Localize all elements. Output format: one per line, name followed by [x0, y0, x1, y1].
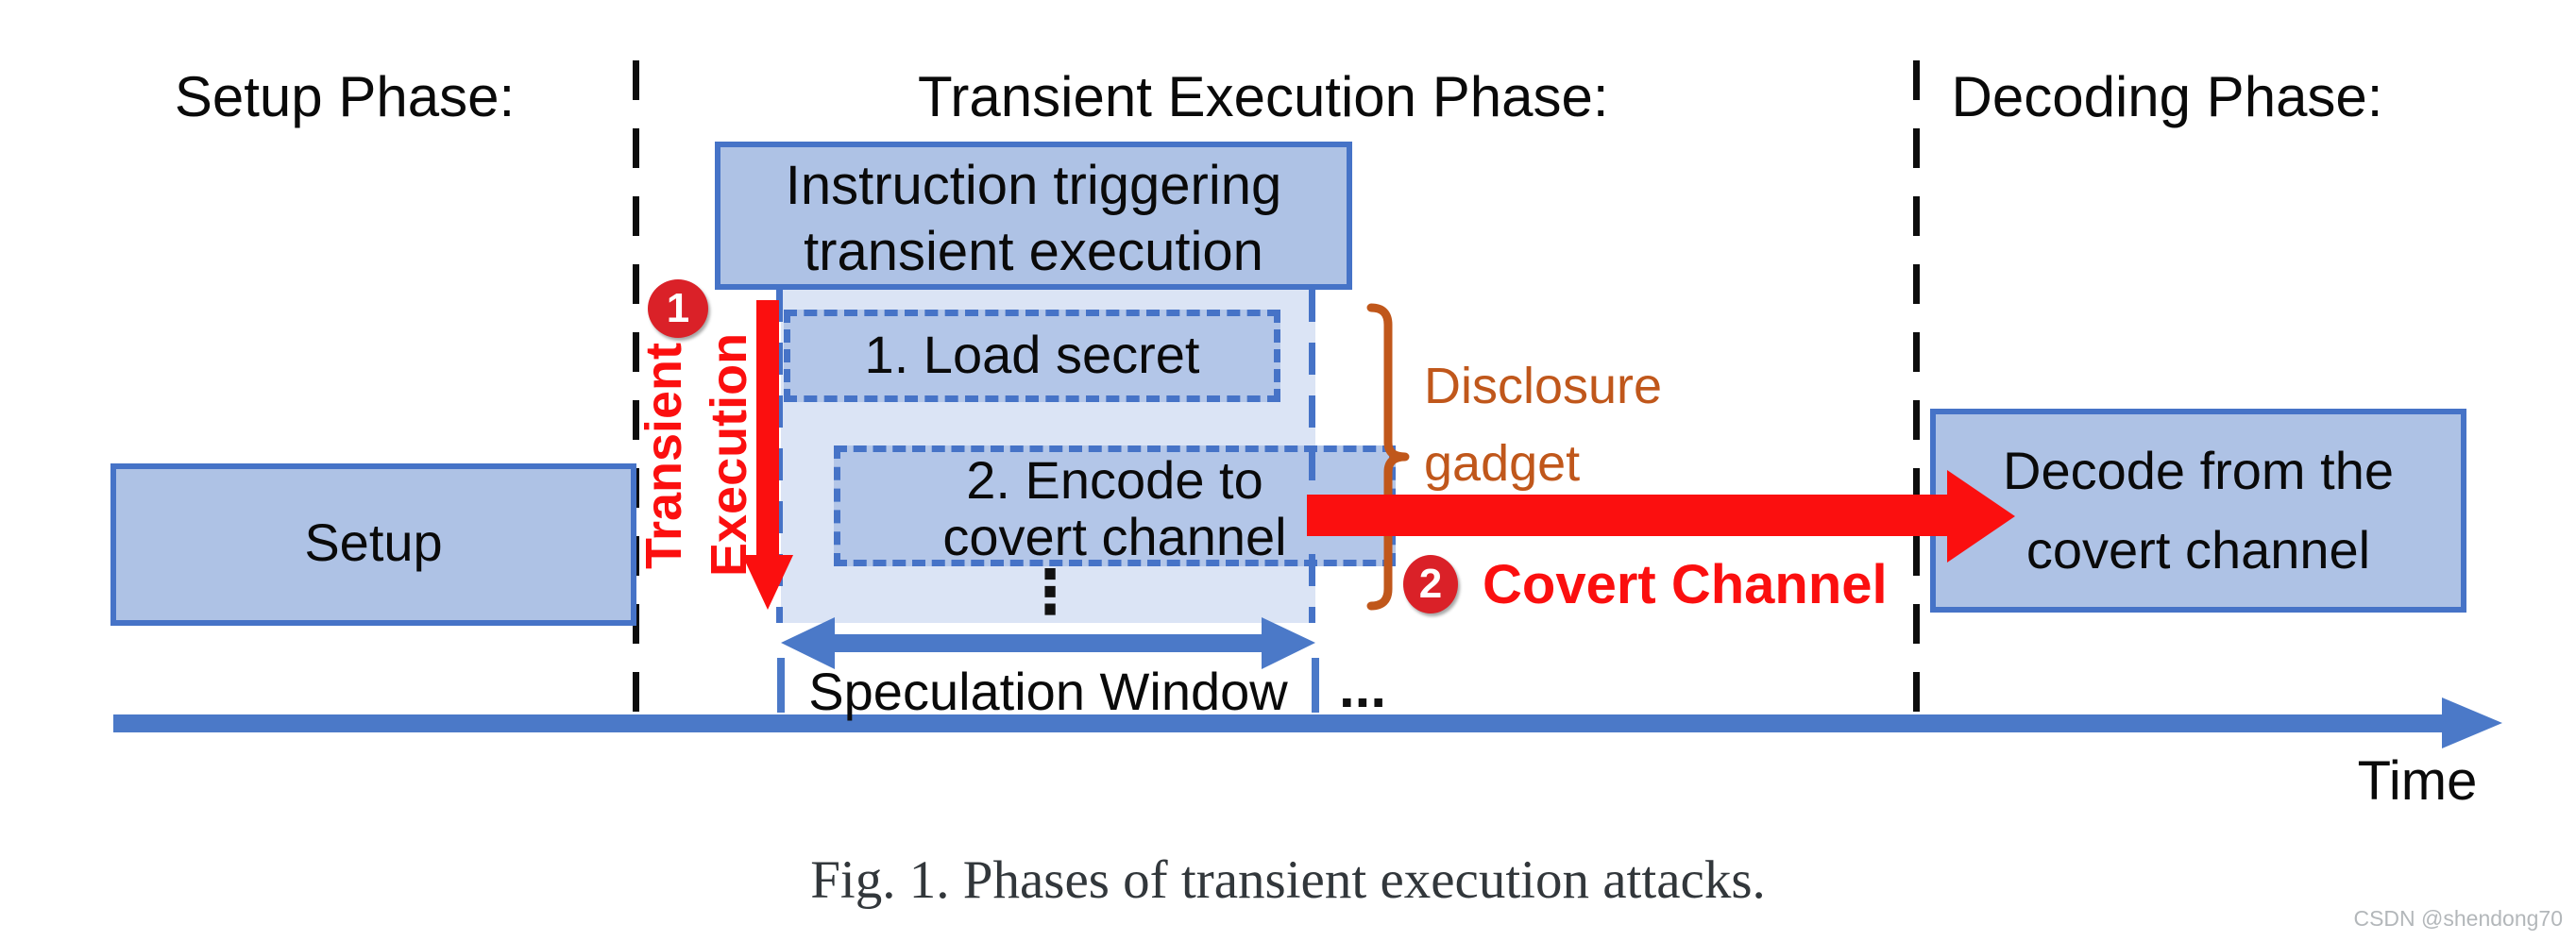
speculation-window-label: Speculation Window — [808, 662, 1288, 721]
instruction-trigger-line-1: Instruction triggering — [785, 155, 1282, 216]
setup-phase-title: Setup Phase: — [174, 65, 516, 128]
transient-vertical-label: Transient — [636, 342, 692, 570]
setup-box: Setup — [110, 463, 636, 626]
covert-channel-label: Covert Channel — [1483, 554, 1888, 615]
decode-line-2: covert channel — [2025, 520, 2371, 580]
speculation-window-right-edge — [1309, 290, 1315, 623]
decode-box: Decode from the covert channel — [1930, 409, 2466, 613]
transient-phase-title: Transient Execution Phase: — [918, 65, 1609, 128]
instruction-trigger-line-2: transient execution — [804, 221, 1263, 282]
disclosure-gadget-label: Disclosure gadget — [1424, 347, 1745, 502]
decoding-phase-title: Decoding Phase: — [1951, 65, 2383, 128]
disclosure-gadget-line-2: gadget — [1424, 435, 1581, 492]
load-secret-box: 1. Load secret — [784, 310, 1280, 402]
step2-badge: 2 — [1403, 555, 1458, 613]
speculation-window-left-tick — [777, 658, 785, 713]
step1-badge: 1 — [648, 279, 708, 338]
setup-box-label: Setup — [304, 513, 443, 572]
more-steps-ellipsis: ⋮ — [1020, 558, 1080, 628]
encode-covert-box: 2. Encode to covert channel — [834, 445, 1396, 566]
instruction-trigger-box: Instruction triggering transient executi… — [715, 142, 1352, 290]
phase-separator-line-2 — [1913, 60, 1920, 714]
load-secret-label: 1. Load secret — [864, 325, 1200, 384]
decode-line-1: Decode from the — [2003, 441, 2394, 500]
timeline-arrow-icon — [113, 697, 2502, 748]
encode-covert-line-1: 2. Encode to — [966, 450, 1263, 510]
time-axis-label: Time — [2357, 750, 2478, 812]
watermark-text: CSDN @shendong70 — [2353, 906, 2563, 931]
after-window-ellipsis: ... — [1339, 656, 1387, 719]
execution-vertical-label: Execution — [701, 332, 757, 577]
speculation-window-left-edge — [776, 290, 783, 623]
speculation-window-right-tick — [1312, 658, 1319, 713]
figure-caption: Fig. 1. Phases of transient execution at… — [810, 850, 1766, 910]
phase-separator-line-1 — [633, 60, 639, 714]
encode-covert-line-2: covert channel — [942, 507, 1287, 566]
disclosure-gadget-line-1: Disclosure — [1424, 358, 1663, 414]
